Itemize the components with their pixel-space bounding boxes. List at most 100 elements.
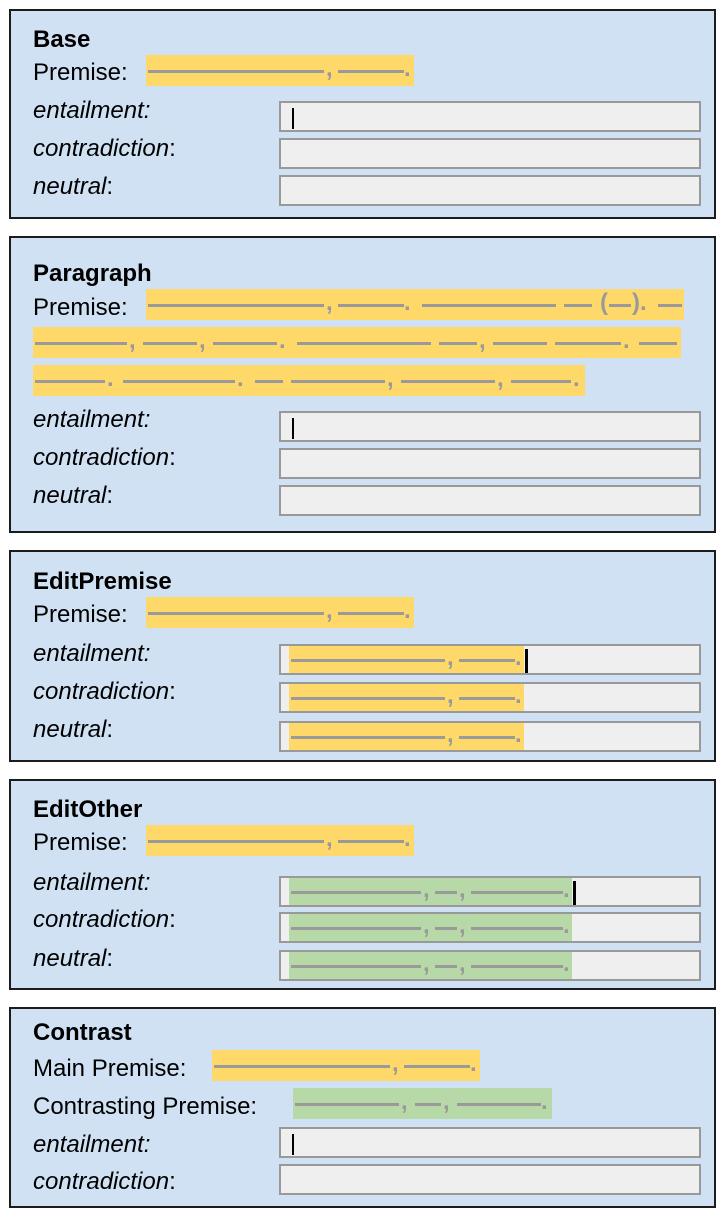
placeholder-word [639, 342, 677, 345]
placeholder-comma: , [447, 682, 454, 709]
contradiction-label: contradiction: [33, 135, 176, 162]
placeholder-word [471, 891, 563, 894]
placeholder-word [459, 659, 515, 662]
placeholder-period: . [515, 644, 522, 671]
contradiction-label: contradiction: [33, 906, 176, 933]
neutral-input[interactable] [279, 485, 701, 516]
neutral-label: neutral: [33, 482, 114, 509]
placeholder-period: . [573, 365, 580, 392]
placeholder-word [291, 380, 385, 383]
neutral-label: neutral: [33, 945, 114, 972]
placeholder-comma: , [479, 327, 486, 354]
prefilled-premise-text: , . [289, 684, 524, 711]
premise-highlight: , . [146, 825, 414, 856]
premise-highlight: , . ( ). [146, 289, 684, 320]
main-premise-highlight: , . [212, 1050, 480, 1081]
contradiction-label: contradiction: [33, 678, 176, 705]
contradiction-input[interactable] [279, 1164, 701, 1195]
text-cursor [573, 881, 576, 905]
prefilled-other-text: , , . [289, 914, 572, 941]
placeholder-word [471, 965, 563, 968]
placeholder-word [564, 304, 592, 307]
placeholder-period: . [404, 289, 411, 316]
placeholder-word [214, 1065, 390, 1068]
placeholder-word [338, 612, 404, 615]
entailment-input[interactable] [279, 101, 701, 132]
placeholder-comma: , [129, 327, 136, 354]
placeholder-comma: , [423, 950, 430, 977]
placeholder-word [291, 659, 445, 662]
placeholder-word [148, 840, 324, 843]
placeholder-word [338, 840, 404, 843]
placeholder-comma: , [326, 825, 333, 852]
contradiction-label: contradiction: [33, 444, 176, 471]
neutral-input[interactable] [279, 175, 701, 206]
neutral-label: neutral: [33, 716, 114, 743]
placeholder-paren-close: ). [632, 289, 647, 316]
entailment-input[interactable]: , , . [279, 876, 701, 907]
contradiction-input[interactable] [279, 448, 701, 479]
placeholder-word [148, 70, 324, 73]
premise-label: Premise: [33, 294, 128, 321]
text-cursor [292, 1134, 294, 1155]
contrasting-premise-label: Contrasting Premise: [33, 1093, 258, 1120]
placeholder-comma: , [401, 1088, 408, 1115]
placeholder-word [291, 697, 445, 700]
placeholder-word [658, 304, 682, 307]
panel-edit-other: EditOther Premise: , . entailment: , , .… [9, 779, 716, 990]
placeholder-period: . [515, 721, 522, 748]
entailment-input[interactable]: , . [279, 644, 701, 675]
placeholder-word [295, 1103, 399, 1106]
placeholder-period: . [237, 365, 244, 392]
panel-edit-premise: EditPremise Premise: , . entailment: , .… [9, 550, 716, 762]
contrasting-premise-highlight: , , . [293, 1088, 552, 1119]
premise-label: Premise: [33, 601, 128, 628]
placeholder-word [459, 736, 515, 739]
entailment-label: entailment: [33, 640, 151, 667]
premise-highlight: , , . , . [33, 327, 681, 358]
premise-label: Premise: [33, 829, 128, 856]
placeholder-word [609, 304, 631, 307]
contradiction-input[interactable]: , . [279, 682, 701, 713]
placeholder-word [143, 342, 197, 345]
neutral-label: neutral: [33, 173, 114, 200]
placeholder-period: . [563, 876, 570, 903]
placeholder-word [435, 891, 457, 894]
placeholder-comma: , [326, 55, 333, 82]
panel-contrast: Contrast Main Premise: , . Contrasting P… [9, 1007, 716, 1208]
neutral-input[interactable]: , . [279, 721, 701, 752]
main-premise-label: Main Premise: [33, 1055, 187, 1082]
placeholder-word [255, 380, 283, 383]
placeholder-word [422, 304, 556, 307]
contradiction-input[interactable]: , , . [279, 912, 701, 943]
entailment-label: entailment: [33, 869, 151, 896]
placeholder-period: . [563, 912, 570, 939]
placeholder-word [123, 380, 235, 383]
panel-title: EditPremise [33, 568, 172, 595]
placeholder-word [291, 927, 421, 930]
placeholder-comma: , [447, 644, 454, 671]
contradiction-label: contradiction: [33, 1168, 176, 1195]
placeholder-word [493, 342, 547, 345]
placeholder-period: . [279, 327, 286, 354]
entailment-label: entailment: [33, 1131, 151, 1158]
entailment-input[interactable] [279, 411, 701, 442]
placeholder-word [555, 342, 621, 345]
contradiction-input[interactable] [279, 138, 701, 169]
prefilled-other-text: , , . [289, 952, 572, 979]
placeholder-word [404, 1065, 470, 1068]
placeholder-period: . [563, 950, 570, 977]
placeholder-word [459, 697, 515, 700]
placeholder-word [35, 380, 105, 383]
text-cursor [525, 649, 528, 673]
placeholder-word [213, 342, 277, 345]
panel-base: Base Premise: , . entailment: contradict… [9, 9, 716, 219]
premise-highlight: , . [146, 597, 414, 628]
placeholder-period: . [107, 365, 114, 392]
placeholder-paren-open: ( [600, 289, 608, 316]
neutral-input[interactable]: , , . [279, 950, 701, 981]
text-cursor [292, 108, 294, 129]
placeholder-word [415, 1103, 441, 1106]
entailment-input[interactable] [279, 1127, 701, 1158]
placeholder-word [291, 736, 445, 739]
